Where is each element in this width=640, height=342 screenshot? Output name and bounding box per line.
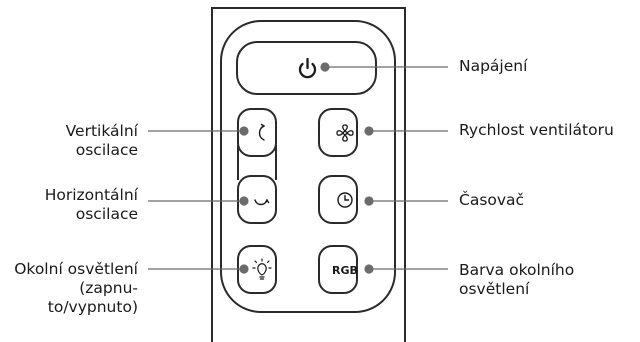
label-vertical-oscillation-line2: oscilace bbox=[75, 141, 138, 159]
label-ambient-light-line1: Okolní osvětlení bbox=[14, 260, 138, 278]
leader-dot-fan bbox=[364, 126, 374, 136]
label-ambient-light: Okolní osvětlení (zapnu- to/vypnuto) bbox=[14, 260, 138, 317]
remote-body bbox=[211, 7, 406, 342]
leader-dot-power bbox=[320, 62, 330, 72]
rgb-icon: RGB bbox=[332, 264, 358, 277]
rgb-button[interactable]: RGB bbox=[318, 245, 358, 294]
leader-dot-ambient bbox=[239, 264, 249, 274]
label-ambient-color-line2: osvětlení bbox=[459, 280, 530, 298]
label-horizontal-oscillation-line1: Horizontální bbox=[44, 186, 138, 204]
leader-dot-horizontal bbox=[239, 196, 249, 206]
label-timer: Časovač bbox=[459, 191, 525, 209]
power-button[interactable] bbox=[236, 41, 377, 95]
lightbulb-icon bbox=[252, 258, 272, 280]
label-ambient-light-line2: (zapnu- bbox=[79, 279, 138, 297]
remote-button-panel bbox=[220, 20, 396, 313]
label-ambient-color-line1: Barva okolního bbox=[459, 261, 575, 279]
power-icon bbox=[298, 57, 317, 79]
timer-button[interactable] bbox=[318, 175, 358, 224]
oscillation-strip bbox=[237, 145, 277, 180]
horizontal-oscillation-icon bbox=[254, 198, 270, 206]
label-vertical-oscillation: Vertikální oscilace bbox=[66, 122, 138, 160]
label-ambient-color: Barva okolního osvětlení bbox=[459, 261, 574, 299]
fan-icon bbox=[336, 124, 354, 142]
label-vertical-oscillation-line1: Vertikální bbox=[65, 122, 138, 140]
label-ambient-light-line3: to/vypnuto) bbox=[47, 298, 138, 316]
horizontal-oscillation-button[interactable] bbox=[237, 175, 277, 224]
label-horizontal-oscillation: Horizontální oscilace bbox=[45, 186, 138, 224]
leader-lines bbox=[148, 62, 448, 274]
clock-icon bbox=[337, 192, 353, 208]
leader-dot-timer bbox=[364, 196, 374, 206]
label-fan-speed: Rychlost ventilátoru bbox=[459, 121, 614, 139]
label-horizontal-oscillation-line2: oscilace bbox=[75, 205, 138, 223]
fan-speed-button[interactable] bbox=[318, 108, 358, 157]
leader-dot-vertical bbox=[239, 126, 249, 136]
label-power: Napájení bbox=[459, 57, 528, 75]
leader-dot-rgb bbox=[364, 264, 374, 274]
vertical-oscillation-icon bbox=[258, 123, 266, 141]
vertical-oscillation-button[interactable] bbox=[237, 108, 277, 157]
